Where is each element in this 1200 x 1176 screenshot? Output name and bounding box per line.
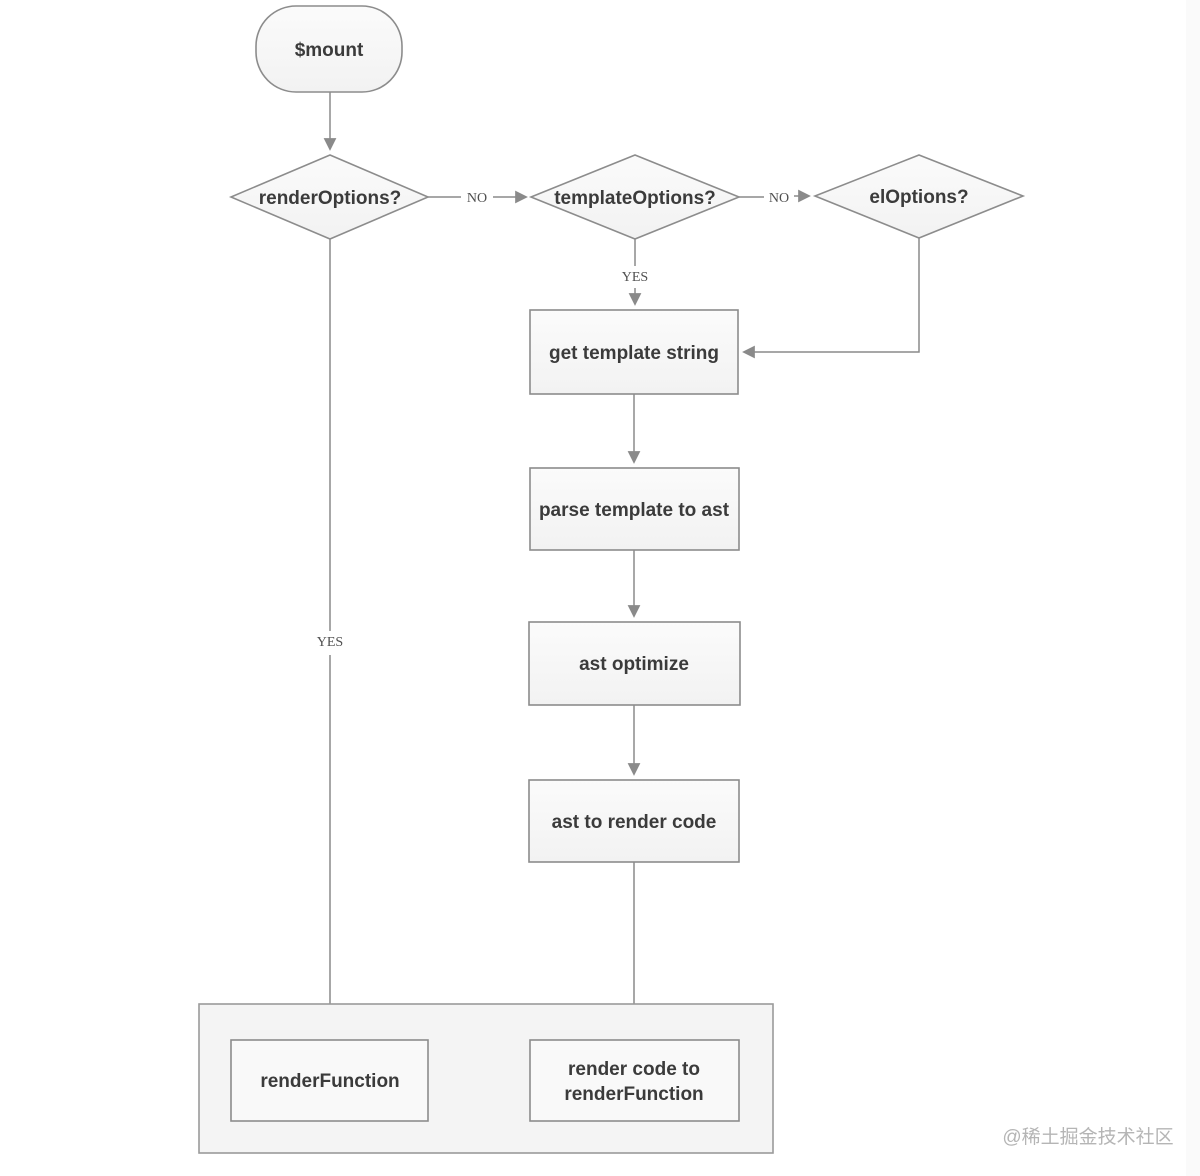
- get-template-label: get template string: [549, 343, 719, 364]
- render-code-shape: [529, 1039, 740, 1122]
- render-function-shape: [230, 1039, 429, 1122]
- render-options-label: renderOptions?: [259, 188, 402, 209]
- parse-template-shape: [529, 467, 740, 551]
- node-el-options: elOptions?: [812, 154, 1026, 239]
- ast-to-render-label: ast to render code: [552, 812, 717, 833]
- node-mount: $mount: [255, 5, 403, 93]
- parse-template-label: parse template to ast: [539, 500, 730, 521]
- edges: NO NO YES YES: [317, 92, 920, 1036]
- node-render-code: render code to renderFunction: [529, 1039, 740, 1122]
- mount-label: $mount: [295, 40, 364, 61]
- render-options-shape: [228, 154, 431, 240]
- ast-to-render-shape: [528, 779, 740, 863]
- node-ast-optimize: ast optimize: [528, 621, 741, 706]
- juejin-watermark: @稀土掘金技术社区: [1002, 1126, 1173, 1148]
- template-options-label: templateOptions?: [554, 188, 716, 209]
- node-parse-template: parse template to ast: [529, 467, 740, 551]
- el-options-label: elOptions?: [869, 187, 968, 208]
- template-options-shape: [528, 154, 742, 240]
- node-render-options: renderOptions?: [228, 154, 431, 240]
- el-options-shape: [812, 154, 1026, 239]
- node-template-options: templateOptions?: [528, 154, 742, 240]
- edge-eloptions-to-gettemplate: [742, 238, 920, 359]
- node-ast-to-render: ast to render code: [528, 779, 740, 863]
- ast-optimize-label: ast optimize: [579, 654, 689, 675]
- render-code-label-line1: render code to: [568, 1059, 700, 1080]
- node-get-template: get template string: [529, 309, 739, 395]
- get-template-shape: [529, 309, 739, 395]
- edge-label-yes-template: YES: [622, 270, 648, 285]
- render-code-label-line2: renderFunction: [564, 1084, 703, 1105]
- page-edge-band: [1186, 0, 1200, 1176]
- edge-label-yes-render: YES: [317, 635, 343, 650]
- render-function-label: renderFunction: [260, 1071, 399, 1092]
- node-render-function: renderFunction: [230, 1039, 429, 1122]
- edge-label-no-1: NO: [467, 191, 487, 206]
- mount-shape: [255, 5, 403, 93]
- ast-optimize-shape: [528, 621, 741, 706]
- edge-label-no-2: NO: [769, 191, 789, 206]
